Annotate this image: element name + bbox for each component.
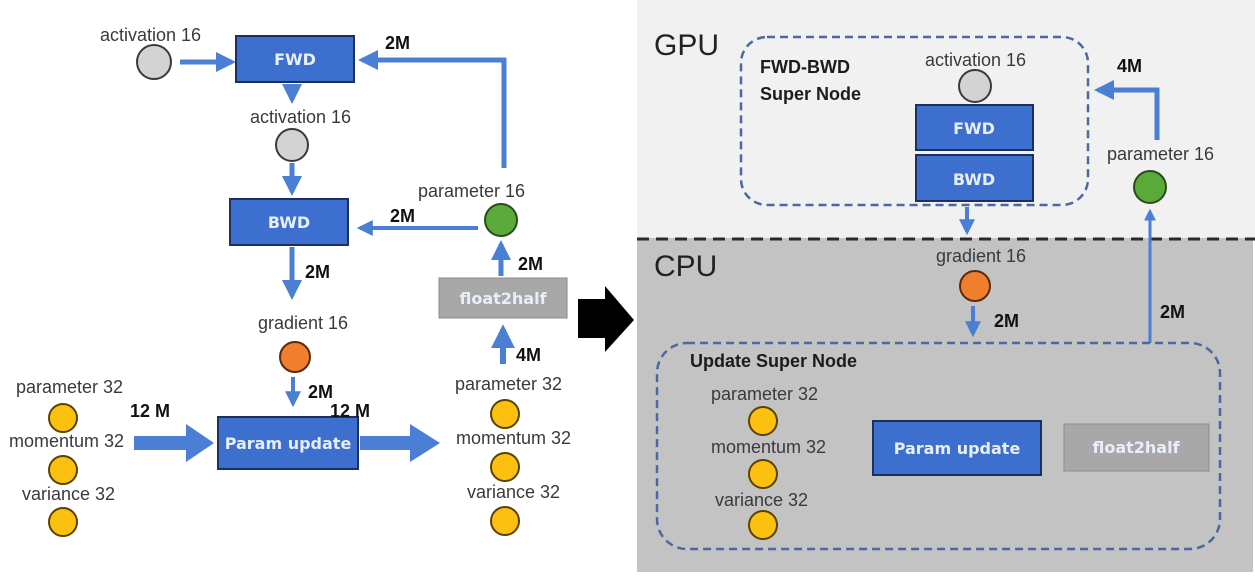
cpu-momentum32-node[interactable] <box>748 459 778 489</box>
fwd-box[interactable] <box>235 35 355 83</box>
gpu-activation-label: activation 16 <box>925 50 1026 70</box>
input-fp32-states: parameter 32 momentum 32 variance 32 <box>9 377 124 537</box>
param-update-label: Param update <box>225 434 352 453</box>
cpu-state-label: parameter 32 <box>711 384 818 404</box>
output-state-label: momentum 32 <box>456 428 571 448</box>
right-graph: GPU CPU FWD-BWD Super Node activation 16… <box>637 0 1255 572</box>
activation-mid-node[interactable] <box>275 128 309 162</box>
output-state-label: variance 32 <box>467 482 560 502</box>
gpu-parameter16-node[interactable] <box>1133 170 1167 204</box>
update-supernode-to-param16-size: 2M <box>1160 302 1185 322</box>
cpu-label: CPU <box>654 250 717 283</box>
param-update-box[interactable] <box>217 416 359 470</box>
input-state-label: momentum 32 <box>9 431 124 451</box>
param16-to-fwd-arrow <box>358 50 507 168</box>
gpu-parameter16-label: parameter 16 <box>1107 144 1214 164</box>
cpu-gradient-node[interactable] <box>959 270 991 302</box>
update-supernode[interactable] <box>655 341 1222 551</box>
float2half-box[interactable] <box>438 277 568 319</box>
update-supernode-title: Update Super Node <box>690 351 857 371</box>
parameter16-label: parameter 16 <box>418 181 525 201</box>
states-to-update-arrow <box>134 424 214 462</box>
gpu-label: GPU <box>654 29 719 62</box>
gradient-label: gradient 16 <box>258 313 348 333</box>
gpu-fwd-label: FWD <box>953 119 995 138</box>
output-variance32-node[interactable] <box>490 506 520 536</box>
cpu-state-label: variance 32 <box>715 490 808 510</box>
input-state-label: parameter 32 <box>16 377 123 397</box>
cpu-float2half-box[interactable] <box>1063 423 1210 472</box>
param16-to-bwd-size: 2M <box>390 206 415 226</box>
activation-mid-label: activation 16 <box>250 107 351 127</box>
float2half-to-param16-size: 2M <box>518 254 543 274</box>
activation-input-label: activation 16 <box>100 25 201 45</box>
gradient-to-update-supernode-size: 2M <box>994 311 1019 331</box>
cpu-param-update-label: Param update <box>894 439 1021 458</box>
output-parameter32-node[interactable] <box>490 399 520 429</box>
right-arrow-icon <box>578 286 634 352</box>
gpu-activation-node[interactable] <box>958 69 992 103</box>
cpu-parameter32-node[interactable] <box>748 406 778 436</box>
cpu-region <box>637 238 1253 572</box>
parameter16-node[interactable] <box>484 203 518 237</box>
gpu-bwd-label: BWD <box>953 170 995 189</box>
output-fp32-states: parameter 32 momentum 32 variance 32 <box>455 374 571 536</box>
param16-to-supernode-arrow <box>1094 80 1160 140</box>
gradient-to-update-size: 2M <box>308 382 333 402</box>
input-state-label: variance 32 <box>22 484 115 504</box>
cpu-param-update-box[interactable] <box>872 420 1042 476</box>
bwd-to-gradient-size: 2M <box>305 262 330 282</box>
fwd-bwd-supernode-title: Super Node <box>760 84 861 104</box>
update-to-states-arrow <box>360 424 440 462</box>
update-to-states-size: 12 M <box>330 401 370 421</box>
bwd-box[interactable] <box>229 198 349 246</box>
bwd-label: BWD <box>268 213 310 232</box>
fwd-bwd-supernode-title: FWD-BWD <box>760 57 850 77</box>
output-momentum32-node[interactable] <box>490 452 520 482</box>
gradient-node[interactable] <box>279 341 311 373</box>
param16-to-supernode-size: 4M <box>1117 56 1142 76</box>
float2half-label: float2half <box>459 289 547 308</box>
output-state-label: parameter 32 <box>455 374 562 394</box>
left-graph: activation 16 FWD 2M activation 16 BWD p… <box>9 25 571 537</box>
gpu-fwd-box[interactable] <box>915 104 1034 151</box>
fwd-label: FWD <box>274 50 316 69</box>
cpu-state-label: momentum 32 <box>711 437 826 457</box>
input-parameter32-node[interactable] <box>48 403 78 433</box>
cpu-variance32-node[interactable] <box>748 510 778 540</box>
states-to-update-size: 12 M <box>130 401 170 421</box>
param32-to-float2half-size: 4M <box>516 345 541 365</box>
cpu-gradient-label: gradient 16 <box>936 246 1026 266</box>
activation-input-node[interactable] <box>136 44 172 80</box>
input-momentum32-node[interactable] <box>48 455 78 485</box>
cpu-float2half-label: float2half <box>1092 438 1180 457</box>
input-variance32-node[interactable] <box>48 507 78 537</box>
gpu-bwd-box[interactable] <box>915 154 1034 202</box>
fwd-bwd-supernode[interactable] <box>739 35 1090 207</box>
param16-to-fwd-size: 2M <box>385 33 410 53</box>
